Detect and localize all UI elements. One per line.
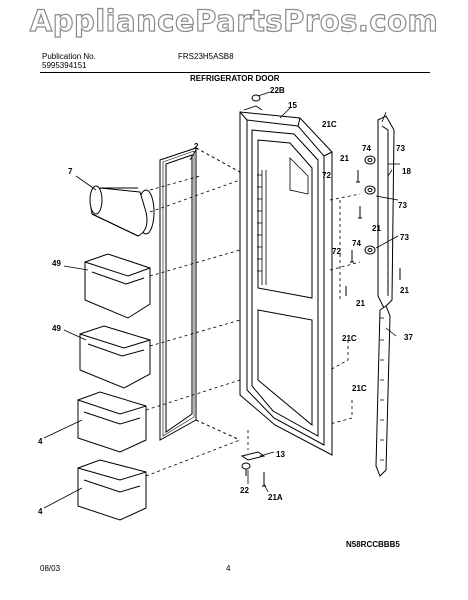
callout-7: 7 bbox=[68, 167, 73, 176]
publication-number: 5995394151 bbox=[42, 61, 87, 70]
bottom-hinge-parts bbox=[240, 451, 266, 487]
door-bin-lower bbox=[79, 325, 151, 389]
door-gasket bbox=[159, 147, 241, 441]
callout-49-lower: 49 bbox=[52, 324, 61, 333]
dairy-cover bbox=[89, 185, 155, 237]
diagram-code: N58RCCBBB5 bbox=[346, 540, 400, 549]
door-shelf-upper bbox=[77, 391, 147, 453]
top-hinge-bushing bbox=[251, 94, 261, 102]
callout-4-upper: 4 bbox=[38, 437, 43, 446]
door-bin-upper bbox=[84, 253, 151, 319]
callout-74-lower: 74 bbox=[352, 239, 361, 248]
door-shelf-lower bbox=[77, 459, 147, 521]
callout-72-top: 72 bbox=[322, 171, 331, 180]
callout-22b: 22B bbox=[270, 86, 285, 95]
callout-2: 2 bbox=[194, 142, 199, 151]
callout-73-lower: 73 bbox=[400, 233, 409, 242]
door-handle bbox=[377, 115, 395, 309]
callout-labels: 22B 15 21C 74 73 21 18 7 2 72 73 21 74 4… bbox=[38, 86, 413, 516]
door-shell bbox=[239, 105, 333, 456]
callout-21-right: 21 bbox=[400, 286, 409, 295]
callout-37: 37 bbox=[404, 333, 413, 342]
watermark-logo: AppliancePartsPros.com bbox=[29, 3, 439, 38]
callout-73-mid: 73 bbox=[398, 201, 407, 210]
callout-49-upper: 49 bbox=[52, 259, 61, 268]
callout-18: 18 bbox=[402, 167, 411, 176]
handle-trim bbox=[375, 305, 391, 477]
callout-73-top: 73 bbox=[396, 144, 405, 153]
callout-22: 22 bbox=[240, 486, 249, 495]
model-number: FRS23H5ASB8 bbox=[178, 52, 234, 61]
callout-4-lower: 4 bbox=[38, 507, 43, 516]
callout-21a: 21A bbox=[268, 493, 283, 502]
callout-72-lower: 72 bbox=[332, 247, 341, 256]
callout-21-lower: 21 bbox=[356, 299, 365, 308]
callout-21c-top: 21C bbox=[322, 120, 337, 129]
callout-21-mid: 21 bbox=[372, 224, 381, 233]
footer-page-number: 4 bbox=[226, 564, 231, 573]
footer-date: 08/03 bbox=[40, 564, 61, 573]
callout-74-top: 74 bbox=[362, 144, 371, 153]
header-rule bbox=[40, 72, 430, 73]
publication-label: Publication No. bbox=[42, 52, 96, 61]
section-title: REFRIGERATOR DOOR bbox=[190, 74, 280, 83]
callout-21-top: 21 bbox=[340, 154, 349, 163]
callout-21c-lower: 21C bbox=[352, 384, 367, 393]
callout-21c-mid: 21C bbox=[342, 334, 357, 343]
handle-fasteners bbox=[345, 155, 401, 296]
callout-13: 13 bbox=[276, 450, 285, 459]
callout-15: 15 bbox=[288, 101, 297, 110]
